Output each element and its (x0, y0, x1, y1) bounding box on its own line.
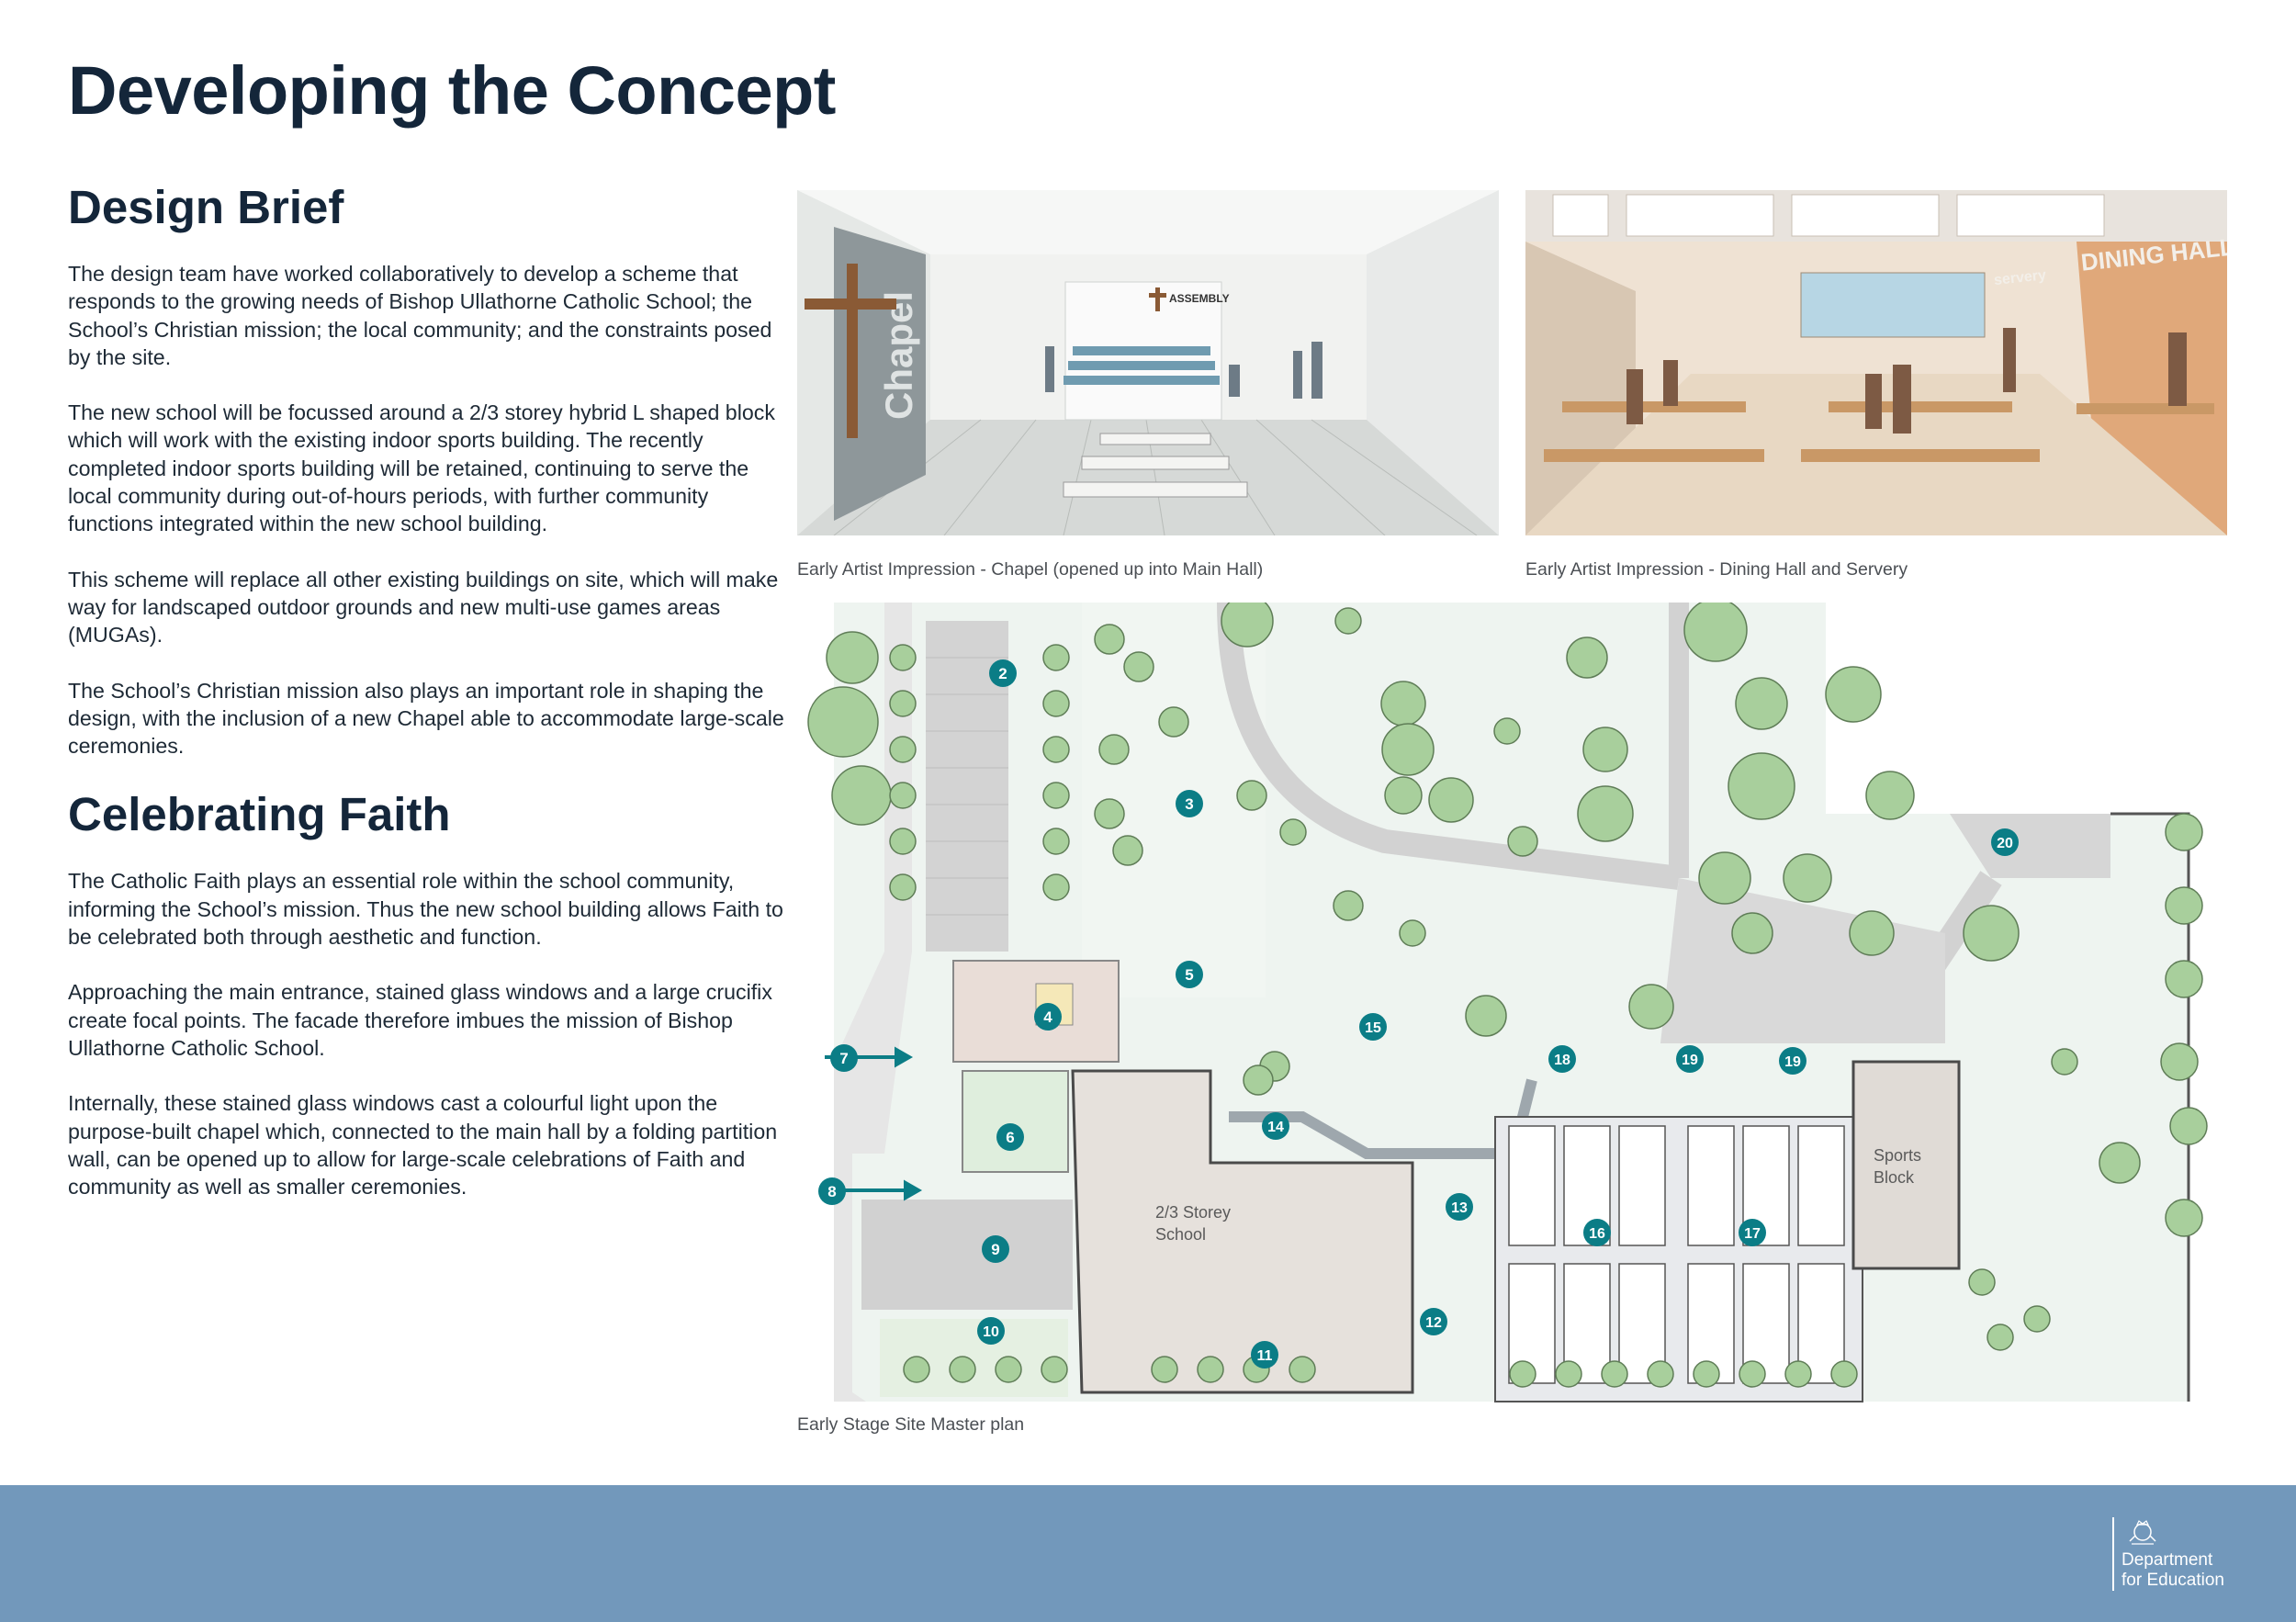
text-column: Design Brief The design team have worked… (68, 180, 784, 1228)
design-brief-paragraph-1: The design team have worked collaborativ… (68, 262, 772, 369)
marker-10: 10 (977, 1317, 1005, 1345)
svg-text:17: 17 (1744, 1226, 1761, 1242)
svg-text:12: 12 (1425, 1315, 1442, 1331)
marker-19-left: 19 (1676, 1045, 1704, 1073)
logo-divider (2112, 1517, 2114, 1591)
marker-15: 15 (1359, 1013, 1387, 1041)
marker-5: 5 (1176, 961, 1203, 988)
svg-text:11: 11 (1257, 1348, 1273, 1364)
assembly-sign-text: ASSEMBLY (1169, 292, 1230, 305)
site-master-plan: 2/3 Storey School Sports Block (797, 603, 2285, 1403)
faith-paragraph-3: Internally, these stained glass windows … (68, 1091, 778, 1200)
school-label-line-2: School (1155, 1225, 1206, 1244)
dining-caption: Early Artist Impression - Dining Hall an… (1525, 559, 1908, 580)
chapel-caption: Early Artist Impression - Chapel (opened… (797, 559, 1264, 580)
royal-crest-icon (2129, 1520, 2156, 1545)
chapel-impression-image: Chapel ASSEMBLY (797, 190, 1499, 535)
svg-text:19: 19 (1784, 1054, 1801, 1070)
dining-impression-image: DINING HALL servery (1525, 190, 2227, 535)
celebrating-faith-heading: Celebrating Faith (68, 788, 451, 841)
design-brief-paragraph-4: The School’s Christian mission also play… (68, 678, 784, 759)
sports-label-line-1: Sports (1874, 1146, 1921, 1165)
design-brief-paragraph-2: The new school will be focussed around a… (68, 400, 775, 536)
sports-label-line-2: Block (1874, 1168, 1915, 1187)
svg-text:8: 8 (827, 1183, 836, 1200)
marker-7: 7 (830, 1044, 858, 1072)
svg-text:20: 20 (1997, 836, 2013, 851)
marker-6: 6 (996, 1123, 1024, 1151)
svg-text:6: 6 (1006, 1129, 1014, 1146)
svg-text:13: 13 (1451, 1200, 1468, 1216)
marker-9: 9 (982, 1235, 1009, 1263)
marker-4: 4 (1034, 1003, 1062, 1031)
design-brief-paragraph-3: This scheme will replace all other exist… (68, 567, 779, 648)
marker-19-right: 19 (1779, 1047, 1806, 1075)
svg-text:14: 14 (1267, 1120, 1284, 1135)
footer-band (0, 1485, 2296, 1622)
servery-sign-text: servery (1993, 267, 2047, 288)
marker-2: 2 (989, 659, 1017, 687)
marker-16: 16 (1583, 1219, 1611, 1246)
dfe-line-1: Department (2122, 1550, 2213, 1570)
marker-18: 18 (1548, 1045, 1576, 1073)
faith-paragraph-2: Approaching the main entrance, stained g… (68, 980, 772, 1060)
site-plan-caption: Early Stage Site Master plan (797, 1414, 1025, 1435)
svg-text:16: 16 (1589, 1226, 1605, 1242)
dfe-logo: Department for Education (2112, 1517, 2259, 1591)
svg-text:19: 19 (1682, 1053, 1698, 1068)
svg-text:7: 7 (839, 1050, 848, 1067)
dfe-wordmark: Department for Education (2122, 1550, 2224, 1591)
school-label-line-1: 2/3 Storey (1155, 1203, 1231, 1222)
svg-text:3: 3 (1185, 795, 1193, 813)
chapel-wall-text: Chapel (877, 291, 920, 420)
svg-text:15: 15 (1365, 1020, 1381, 1036)
faith-paragraph-1: The Catholic Faith plays an essential ro… (68, 869, 783, 950)
svg-text:9: 9 (991, 1241, 999, 1258)
svg-text:2: 2 (998, 665, 1007, 682)
marker-12: 12 (1420, 1308, 1447, 1335)
dfe-line-2: for Education (2122, 1571, 2224, 1590)
marker-11: 11 (1251, 1341, 1278, 1369)
page-title: Developing the Concept (68, 52, 836, 129)
marker-8: 8 (818, 1177, 846, 1205)
svg-text:10: 10 (983, 1324, 999, 1340)
marker-17: 17 (1739, 1219, 1766, 1246)
marker-20: 20 (1991, 828, 2019, 856)
marker-13: 13 (1446, 1193, 1473, 1221)
svg-text:5: 5 (1185, 966, 1193, 984)
svg-text:18: 18 (1554, 1053, 1570, 1068)
marker-3: 3 (1176, 790, 1203, 817)
design-brief-heading: Design Brief (68, 181, 344, 233)
svg-text:4: 4 (1043, 1008, 1052, 1026)
marker-14: 14 (1262, 1112, 1289, 1140)
